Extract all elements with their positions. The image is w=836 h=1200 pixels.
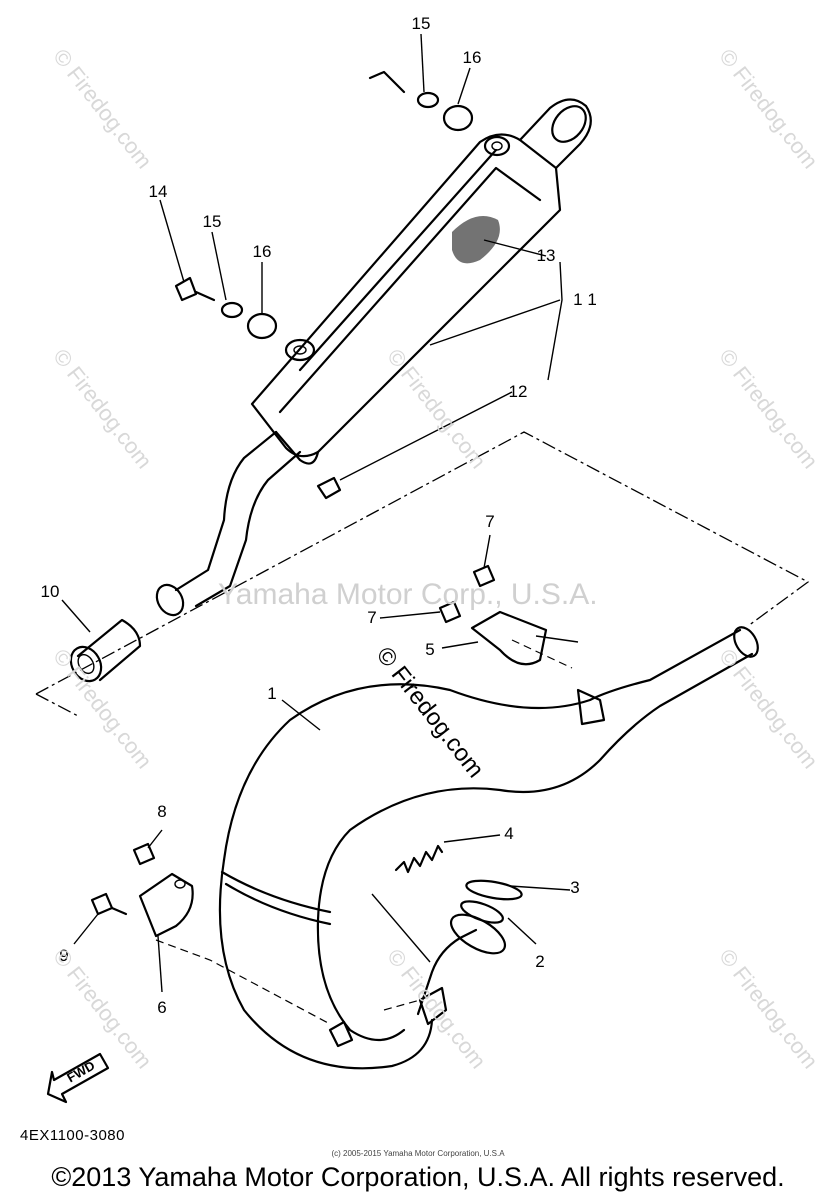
callout-16-upper: 16 (462, 48, 482, 67)
callout-7-upper: 7 (485, 512, 495, 531)
exhaust-joint (69, 618, 142, 683)
diagram-part-code: 4EX1100-3080 (20, 1127, 125, 1144)
callout-5: 5 (425, 640, 435, 659)
callout-2: 2 (535, 952, 545, 971)
callout-15-upper: 15 (411, 14, 431, 33)
callout-6: 6 (157, 998, 167, 1017)
gasket-2 (460, 900, 504, 924)
callout-8: 8 (157, 802, 167, 821)
bolt-7-upper (472, 564, 496, 588)
washer-15-lower (220, 301, 244, 319)
spring-4 (394, 844, 444, 874)
bolt-9 (90, 892, 114, 916)
callout-14: 14 (148, 182, 168, 201)
callout-1: 1 (267, 684, 277, 703)
o-ring-3 (465, 879, 523, 901)
small-copyright: (c) 2005-2015 Yamaha Motor Corporation, … (331, 1149, 505, 1158)
washer-15-upper (416, 91, 440, 109)
callout-11: 11 (573, 290, 603, 309)
callout-leaders (61, 33, 579, 993)
bolt-7-lower (438, 600, 462, 624)
bolts (90, 70, 496, 916)
fwd-arrow (46, 1052, 110, 1104)
bolt-15-top (368, 70, 406, 94)
reference-plane-bottom-edge (35, 693, 79, 717)
silencer-assembly (155, 98, 592, 617)
callout-3: 3 (570, 878, 580, 897)
callout-13: 13 (536, 246, 556, 265)
expansion-chamber (218, 626, 759, 1070)
bolt-8 (132, 842, 156, 866)
bracket-6-hole (174, 879, 186, 889)
assembly-reference-plane (35, 431, 810, 695)
footer-copyright: ©2013 Yamaha Motor Corporation, U.S.A. A… (51, 1162, 785, 1192)
bracket-6 (138, 872, 194, 938)
callout-12: 12 (508, 382, 528, 401)
watermark-yamaha: Yamaha Motor Corp., U.S.A. (218, 578, 598, 611)
bolt-14 (174, 276, 198, 302)
grommet-16-lower (246, 312, 278, 340)
callout-9: 9 (59, 946, 69, 965)
callout-7-lower: 7 (367, 608, 377, 627)
callout-4: 4 (504, 824, 514, 843)
callout-10: 10 (40, 582, 60, 601)
callout-15-lower: 15 (202, 212, 222, 231)
callout-16-lower: 16 (252, 242, 272, 261)
bracket-5 (470, 610, 548, 666)
grommet-16-upper (442, 104, 474, 132)
